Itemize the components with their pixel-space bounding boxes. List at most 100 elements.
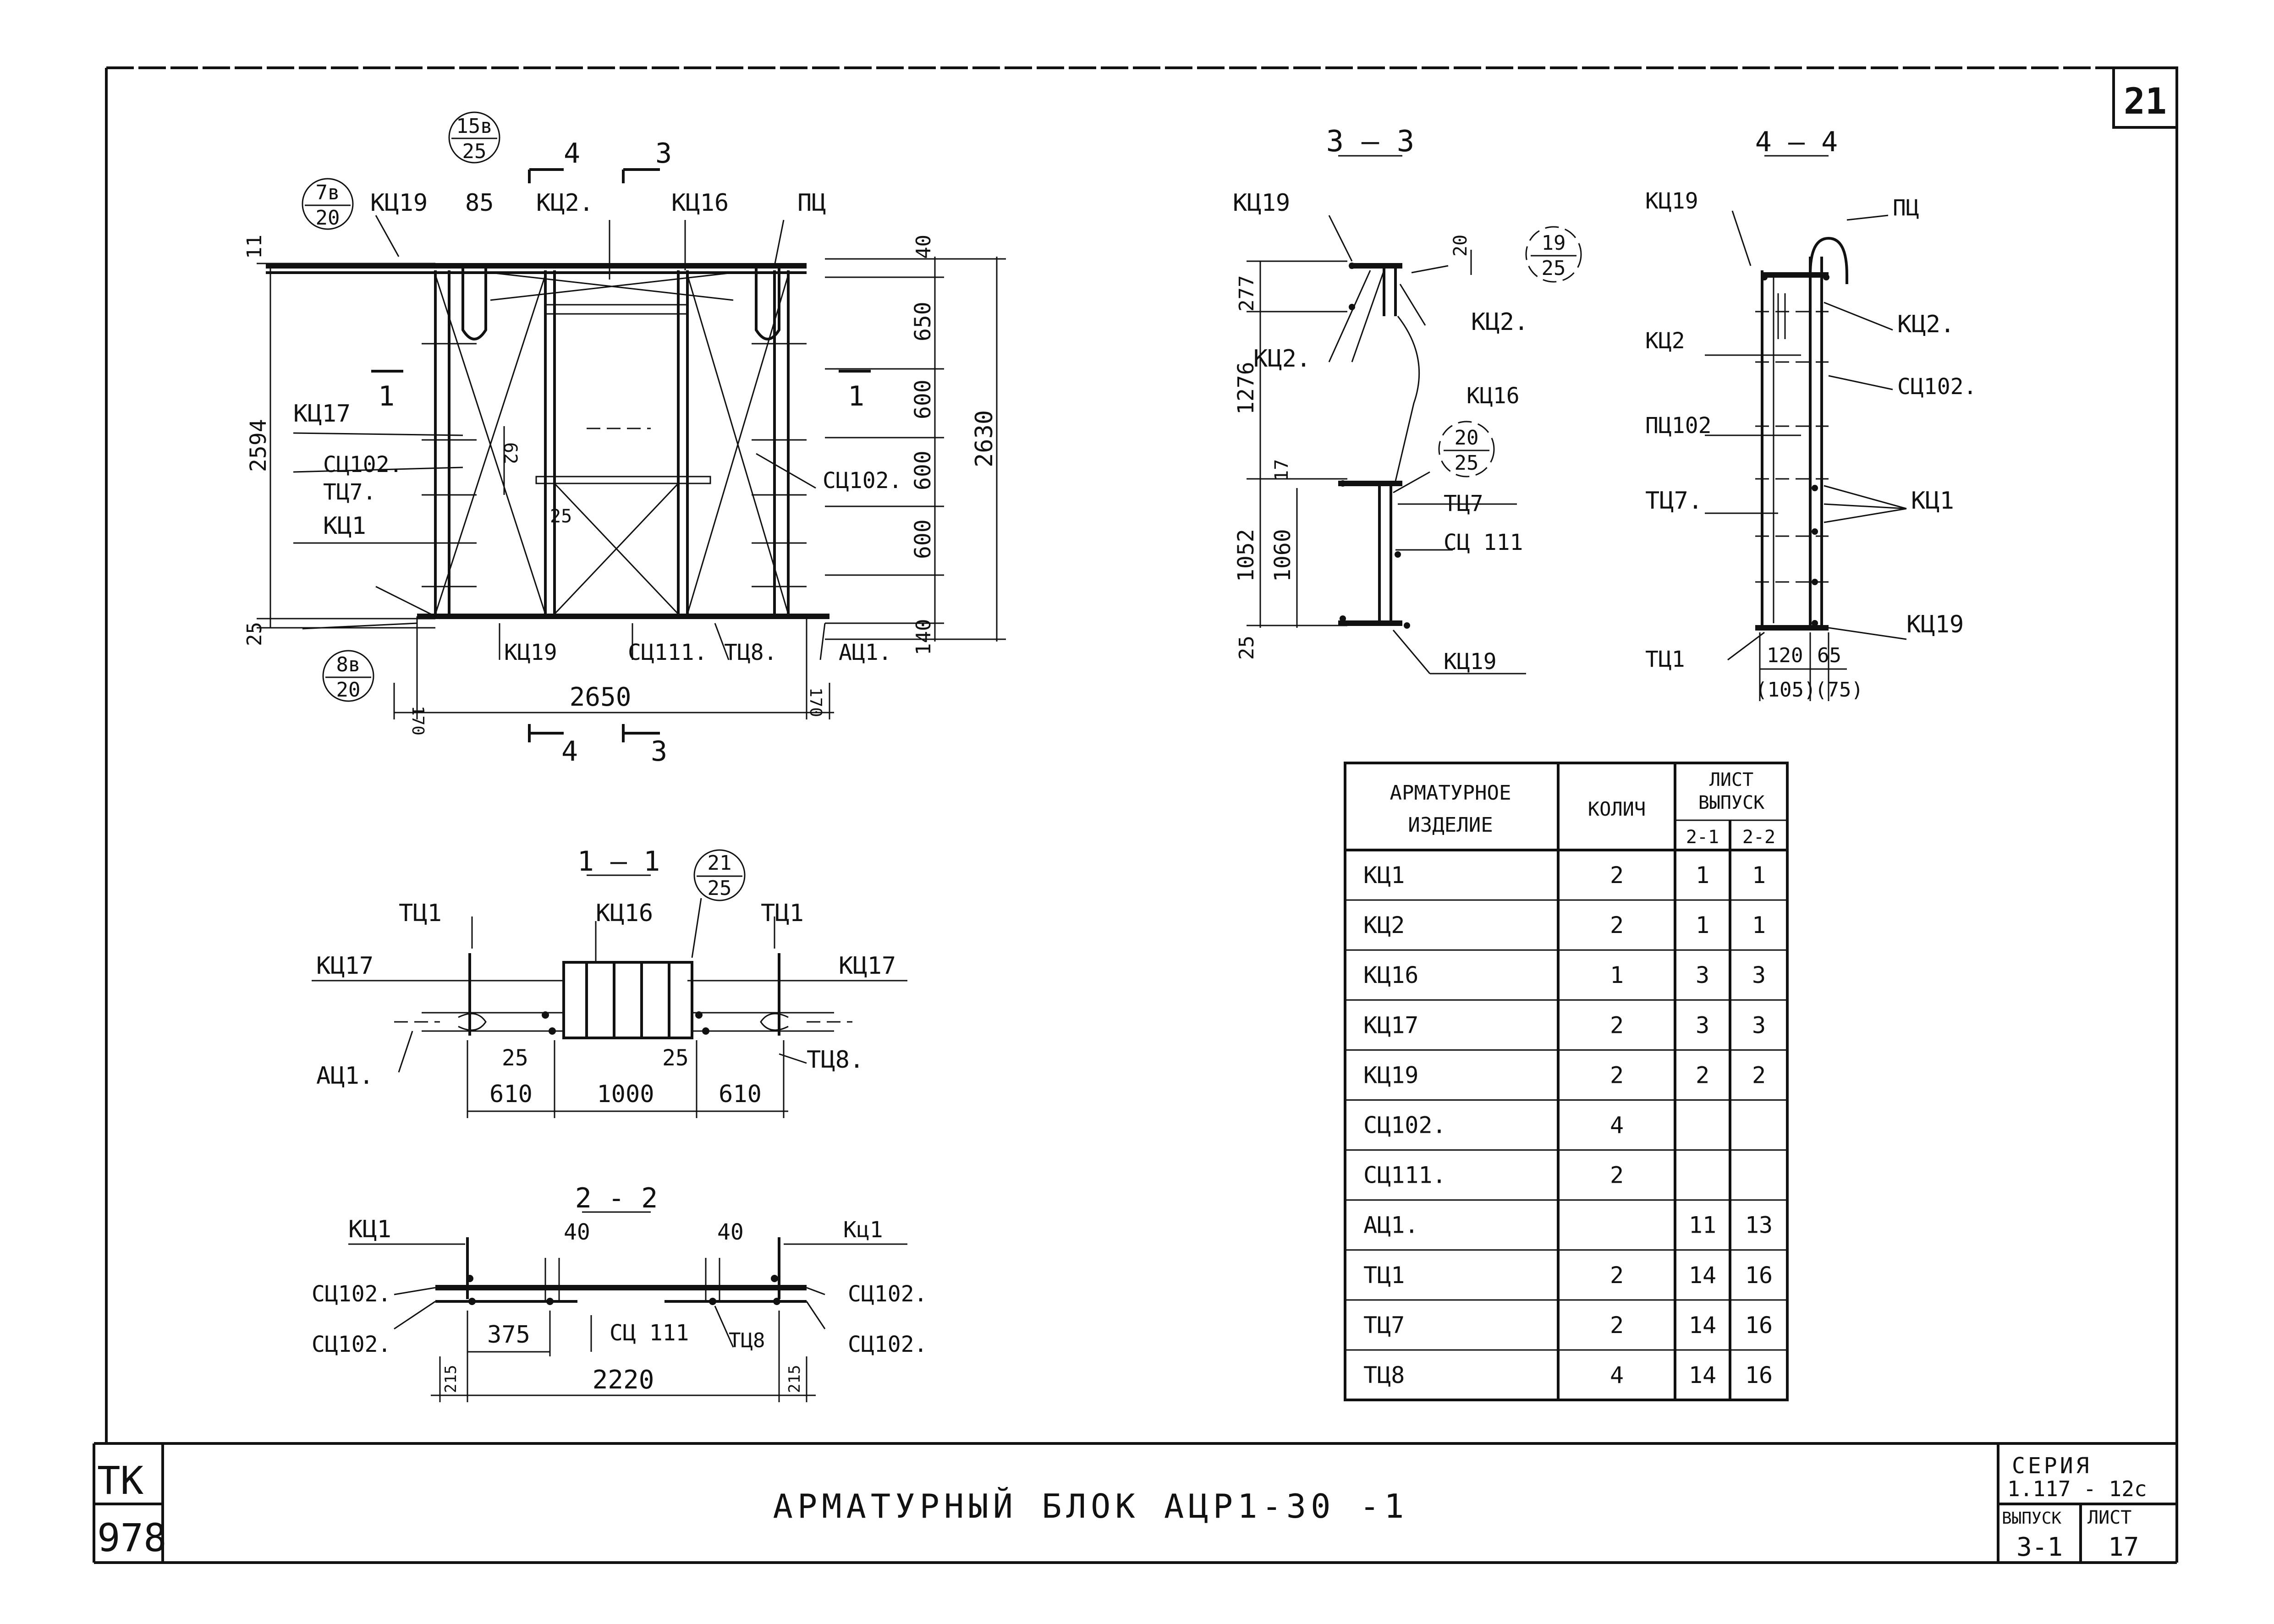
- table-cell-qty: 2: [1610, 1162, 1624, 1189]
- callout-top-left-den: 20: [316, 206, 340, 230]
- dim-25-left: 25: [243, 622, 266, 646]
- label-4-4-kc2-right: КЦ2.: [1897, 311, 1955, 338]
- table-row: СЦ102.4: [1363, 1112, 1624, 1139]
- label-kc19-top: КЦ19: [370, 189, 428, 217]
- table-cell-item: КЦ1: [1363, 862, 1405, 889]
- table-cell-v21: 3: [1696, 1012, 1709, 1038]
- label-3-3-sc111: СЦ 111: [1444, 530, 1523, 555]
- table-cell-v21: 1: [1696, 862, 1709, 889]
- table-cell-v21: 14: [1689, 1262, 1716, 1289]
- table-cell-v22: 1: [1752, 912, 1766, 938]
- section-2-2: [348, 1211, 907, 1402]
- table-cell-item: КЦ16: [1363, 962, 1418, 988]
- dim-2-2-40-left: 40: [564, 1219, 590, 1245]
- dim-1-1-25-right: 25: [662, 1045, 689, 1071]
- table-cell-v22: 16: [1745, 1262, 1773, 1289]
- label-kc1: КЦ1: [323, 512, 366, 540]
- series-label: СЕРИЯ: [2012, 1453, 2092, 1479]
- label-2-2-sc102-a: СЦ102.: [312, 1281, 391, 1307]
- dim-2-2-215-right: 215: [785, 1365, 804, 1393]
- section-mark-1-left: 1: [378, 380, 395, 412]
- dim-600a: 600: [910, 379, 936, 419]
- table-header-sheet: ЛИСТ: [1709, 769, 1753, 790]
- section-3-3: [1247, 155, 1582, 675]
- label-2-2-sc102-c: СЦ102.: [848, 1281, 927, 1307]
- table-cell-qty: 2: [1610, 1262, 1624, 1289]
- label-d62: 62: [500, 442, 521, 464]
- dim-3-3-17: 17: [1271, 459, 1292, 481]
- callout-3-3-b-den: 25: [1455, 451, 1479, 475]
- dim-2-2-2220: 2220: [593, 1365, 654, 1395]
- tk-label: ТК: [97, 1458, 144, 1503]
- dim-3-3-25: 25: [1235, 636, 1258, 660]
- issue-value: 3-1: [2016, 1532, 2063, 1562]
- dim-2630: 2630: [971, 410, 998, 467]
- drawing-title: АРМАТУРНЫЙ БЛОК АЦР1-30 -1: [773, 1487, 1408, 1525]
- section-mark-4-bottom: 4: [561, 735, 578, 768]
- dim-1-1-610-right: 610: [719, 1081, 762, 1108]
- table-cell-item: КЦ2: [1363, 912, 1405, 938]
- label-2-2-sc102-d: СЦ102.: [848, 1332, 927, 1357]
- table-header-col2: 2-2: [1742, 827, 1775, 848]
- page-value: 17: [2108, 1532, 2139, 1562]
- table-cell-v22: 13: [1745, 1212, 1773, 1239]
- label-1-1-ac1: АЦ1.: [316, 1062, 374, 1090]
- table-cell-v22: 2: [1752, 1062, 1766, 1088]
- callout-1-1-num: 21: [708, 851, 732, 875]
- sheet-number: 21: [2124, 81, 2167, 122]
- section-mark-1-right: 1: [848, 380, 864, 412]
- callout-top-left-num: 7в: [316, 181, 340, 204]
- section-mark-3-top: 3: [655, 137, 672, 170]
- label-3-3-kc19-bottom: КЦ19: [1444, 649, 1497, 675]
- dim-3-3-1052: 1052: [1233, 529, 1259, 582]
- main-view: [257, 111, 1006, 742]
- table-cell-v22: 3: [1752, 962, 1766, 988]
- dim-3-3-277: 277: [1235, 275, 1258, 312]
- label-tc8: ТЦ8.: [724, 640, 777, 665]
- table-cell-qty: 2: [1610, 1062, 1624, 1088]
- table-header-item-line1: АРМАТУРНОЕ: [1390, 781, 1511, 805]
- section-1-1: [312, 849, 907, 1118]
- table-cell-v21: 11: [1689, 1212, 1716, 1239]
- label-kc19-bottom: КЦ19: [504, 640, 557, 665]
- label-4-4-pc102: ПЦ102: [1645, 413, 1712, 439]
- dim-3-3-20: 20: [1450, 235, 1471, 257]
- table-cell-qty: 2: [1610, 912, 1624, 938]
- dim-4-4-120: 120: [1767, 644, 1803, 667]
- dim-2-2-375: 375: [487, 1321, 530, 1349]
- callout-top-num: 15в: [456, 115, 492, 138]
- section-4-4: [1705, 155, 1907, 701]
- tk-number: 978: [97, 1515, 167, 1560]
- label-2-2-kc1-left: КЦ1: [348, 1216, 391, 1243]
- dim-140: 140: [912, 619, 935, 655]
- dim-1-1-25-left: 25: [502, 1045, 528, 1071]
- label-4-4-tc7: ТЦ7.: [1645, 487, 1703, 515]
- section-4-4-title: 4 – 4: [1755, 126, 1838, 158]
- page-label: ЛИСТ: [2087, 1507, 2131, 1528]
- table-cell-qty: 1: [1610, 962, 1624, 988]
- label-3-3-kc19-top: КЦ19: [1233, 189, 1290, 217]
- label-3-3-kc2-left: КЦ2.: [1253, 345, 1311, 373]
- label-sc111: СЦ111.: [628, 640, 707, 665]
- callout-3-3-b-num: 20: [1455, 426, 1479, 450]
- table-cell-v22: 16: [1745, 1312, 1773, 1339]
- table-cell-item: СЦ111.: [1363, 1162, 1446, 1189]
- label-kc17: КЦ17: [293, 400, 351, 428]
- callout-3-3-a-den: 25: [1542, 257, 1566, 280]
- table-cell-item: КЦ17: [1363, 1012, 1418, 1038]
- callout-bottom-left-den: 20: [336, 678, 361, 702]
- label-ac1: АЦ1.: [839, 640, 892, 665]
- table-cell-v21: 14: [1689, 1312, 1716, 1339]
- label-kc16: КЦ16: [671, 189, 729, 217]
- dim-2594: 2594: [246, 419, 271, 472]
- table-cell-v21: 14: [1689, 1362, 1716, 1388]
- table-cell-v22: 1: [1752, 862, 1766, 889]
- series-value: 1.117 - 12с: [2007, 1476, 2147, 1501]
- table-cell-qty: 2: [1610, 1012, 1624, 1038]
